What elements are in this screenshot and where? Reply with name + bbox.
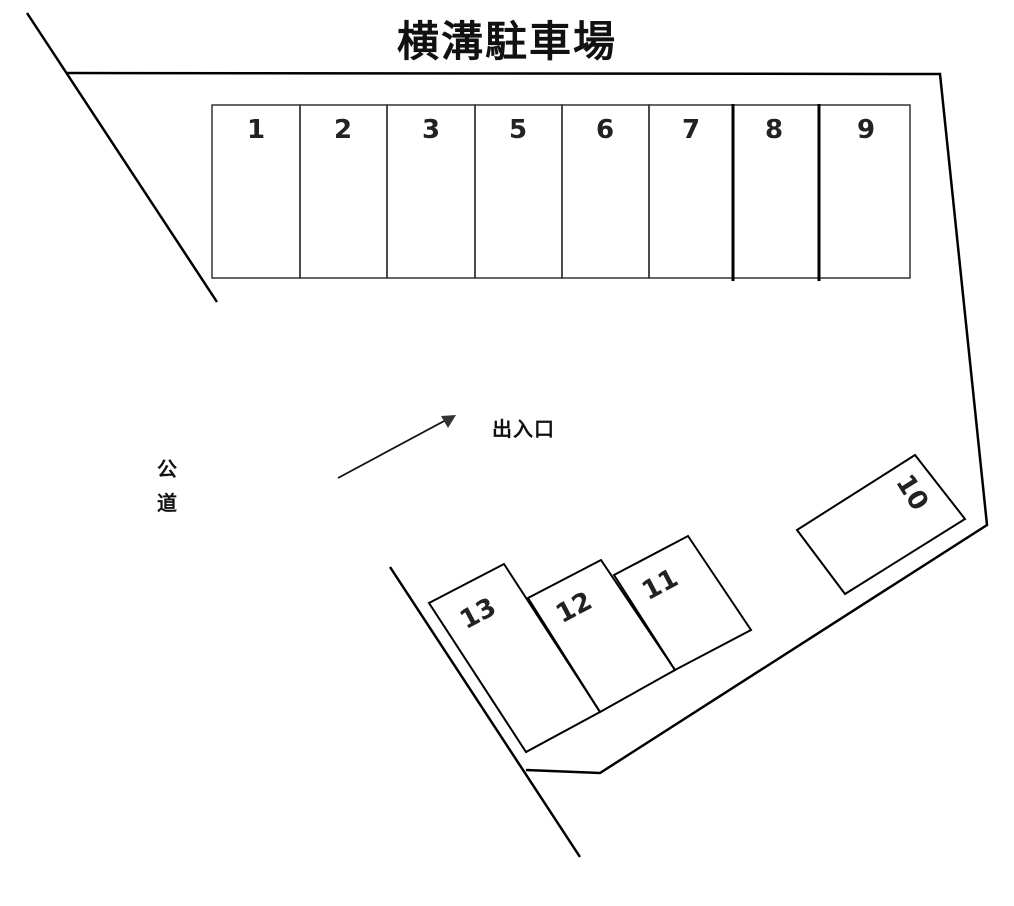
stall-number: 13 [455,592,501,635]
stall-number: 9 [857,115,875,145]
page-title: 横溝駐車場 [396,17,617,66]
stall-number: 2 [334,115,352,145]
public-road-label: 公道 [157,457,177,515]
entrance-label: 出入口 [492,417,555,441]
stall-number: 11 [637,563,683,606]
stall-number: 5 [509,115,527,145]
stall-11[interactable]: 11 [612,534,753,672]
stall-number: 8 [765,115,783,145]
stall-10[interactable]: 10 [795,453,967,596]
stall-number: 3 [422,115,440,145]
stall-number: 1 [247,115,265,145]
lot-boundary [66,71,989,775]
entrance-arrow [337,415,456,479]
stall-number: 7 [682,115,700,145]
stall-number: 12 [551,586,597,629]
stall-number: 6 [596,115,614,145]
top-row-stalls: 1 2 3 5 6 7 8 9 [211,104,911,281]
road-edge-upper-left [25,12,219,303]
road-edge-lower-left [388,566,582,858]
stall-number: 10 [889,469,934,516]
